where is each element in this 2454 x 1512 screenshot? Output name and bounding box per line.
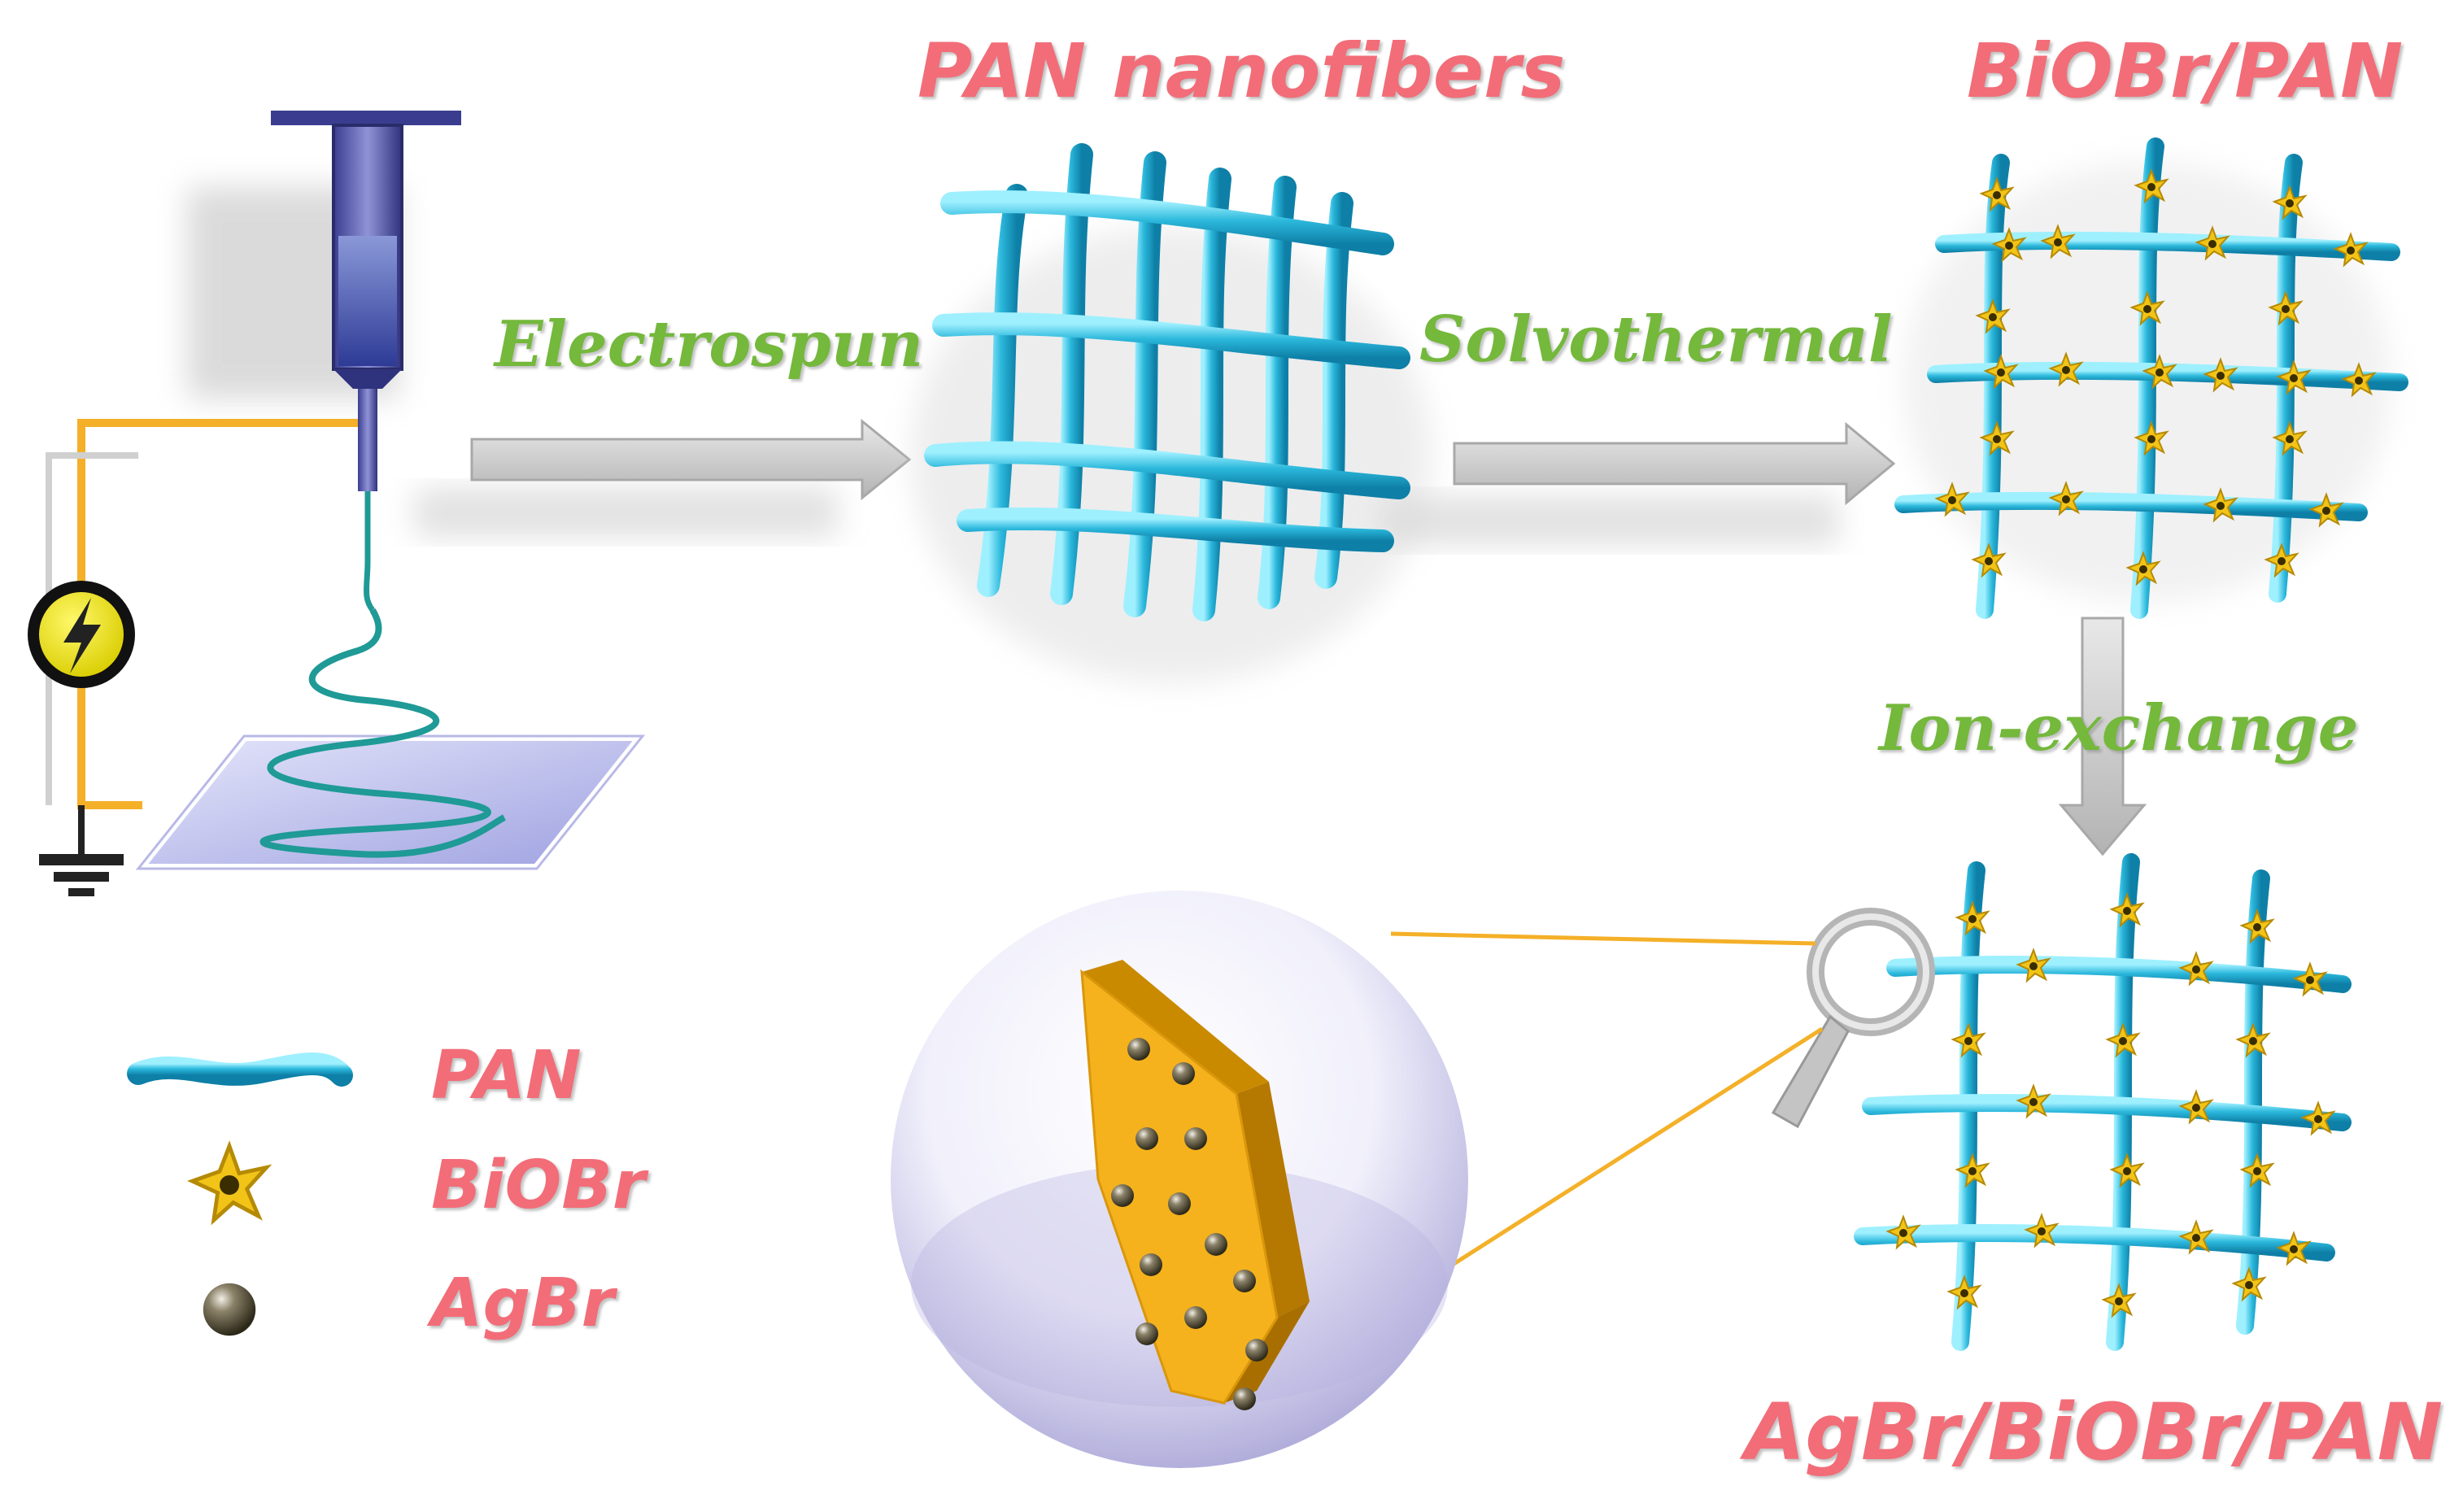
- stage-title-biobr-pan: BiOBr/PAN: [1967, 28, 2404, 115]
- fiber-whipping-spiral: [259, 608, 506, 858]
- legend-pan-symbol: [127, 1052, 353, 1087]
- magnifier-icon: [1771, 908, 1935, 1129]
- arrow-solvothermal: [1383, 421, 1896, 545]
- step-label-electrospun: Electrospun: [495, 307, 924, 381]
- agbr-biobr-pan-mesh: [1854, 853, 2352, 1351]
- collector-plate: [128, 731, 653, 874]
- lightning-icon: [28, 581, 135, 688]
- step-label-ion-exchange: Ion-exchange: [1879, 691, 2359, 765]
- stage-title-pan-nanofibers: PAN nanofibers: [918, 28, 1566, 115]
- legend-biobr-symbol: [192, 1146, 266, 1220]
- legend-label-pan: PAN: [431, 1037, 582, 1114]
- legend-agbr-symbol: [203, 1283, 256, 1336]
- stage-title-agbr-biobr-pan: AgBr/BiOBr/PAN: [1745, 1387, 2443, 1478]
- ground-icon: [39, 805, 124, 896]
- biobr-pan-mesh: [1894, 137, 2408, 619]
- electrospinning-apparatus: [28, 111, 653, 896]
- legend: [127, 1052, 353, 1336]
- syringe: [271, 111, 461, 491]
- pan-nanofiber-mesh: [911, 143, 1432, 683]
- step-label-solvothermal: Solvothermal: [1419, 303, 1893, 377]
- legend-label-biobr: BiOBr: [431, 1147, 646, 1224]
- zoom-callout: [891, 891, 1824, 1468]
- legend-label-agbr: AgBr: [431, 1265, 615, 1342]
- biobr-plate-with-agbr: [1080, 960, 1310, 1410]
- arrow-electrospun: [415, 418, 912, 537]
- arrow-ion-exchange: [2058, 617, 2147, 856]
